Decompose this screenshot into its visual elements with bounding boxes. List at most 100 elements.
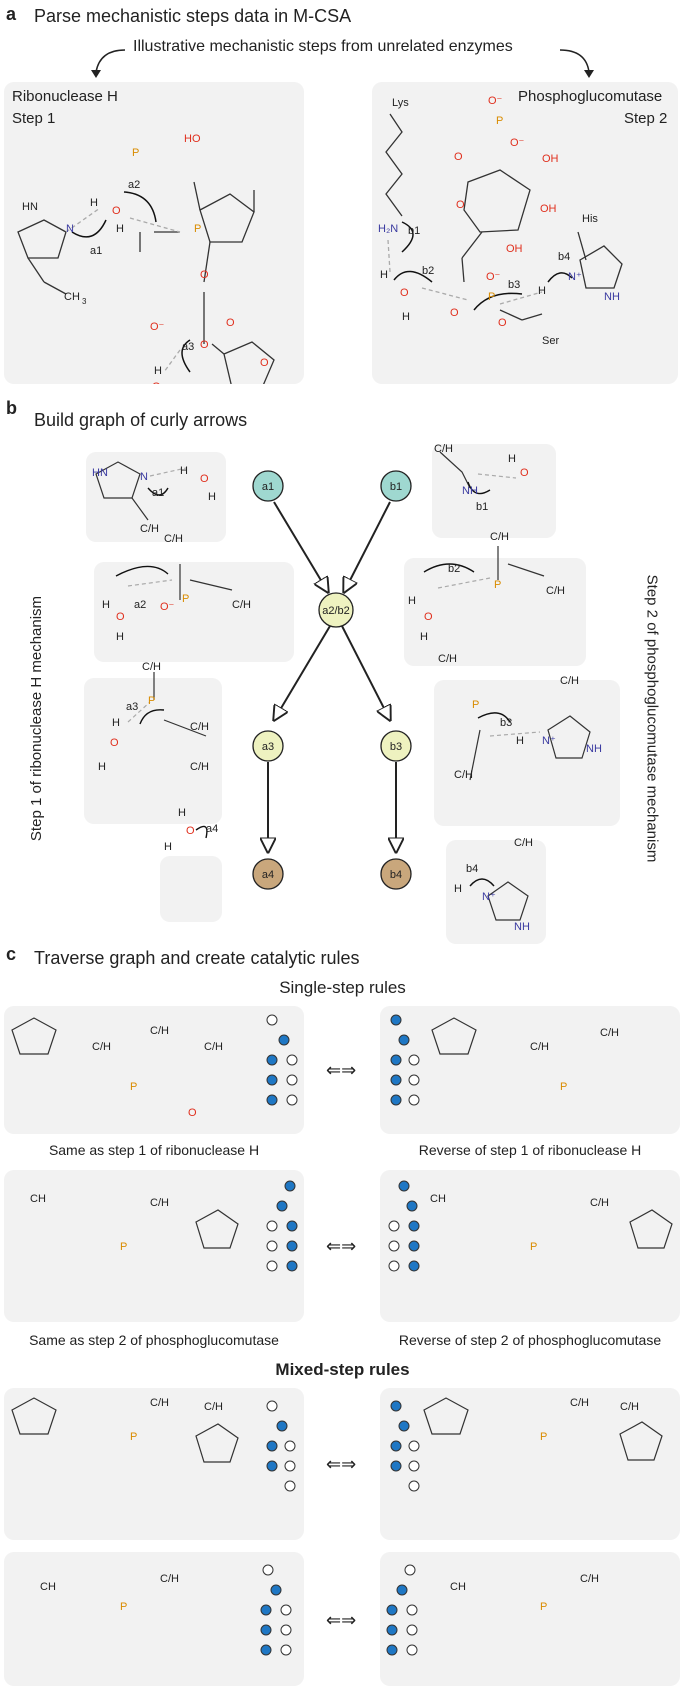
- svg-text:H: H: [164, 841, 172, 853]
- svg-text:P: P: [530, 1241, 537, 1253]
- svg-text:C/H: C/H: [560, 675, 579, 687]
- frag-b3: [434, 680, 620, 826]
- frag-a3: [84, 678, 222, 824]
- rule-box-2-left: [4, 1170, 304, 1322]
- svg-text:O: O: [424, 611, 433, 623]
- svg-text:C/H: C/H: [438, 653, 457, 665]
- equiv-symbol-1: ⇐⇒: [326, 1060, 357, 1080]
- svg-text:b2: b2: [422, 265, 434, 277]
- rule-box-4-left: [4, 1552, 304, 1686]
- equiv-symbol-2: ⇐⇒: [326, 1236, 357, 1256]
- svg-text:C/H: C/H: [204, 1041, 223, 1053]
- svg-text:NH: NH: [586, 743, 602, 755]
- svg-text:H: H: [180, 465, 188, 477]
- svg-text:H: H: [380, 269, 388, 281]
- svg-text:P: P: [472, 699, 479, 711]
- svg-text:b1: b1: [476, 501, 488, 513]
- svg-text:O: O: [454, 151, 463, 163]
- section-b-title: Build graph of curly arrows: [34, 410, 248, 430]
- svg-text:HO: HO: [184, 133, 201, 145]
- svg-text:O: O: [186, 825, 195, 837]
- svg-text:b3: b3: [500, 717, 512, 729]
- svg-text:P: P: [120, 1601, 127, 1613]
- svg-text:O: O: [456, 199, 465, 211]
- node-label-a3: a3: [262, 741, 274, 753]
- svg-text:O: O: [188, 1107, 197, 1119]
- ribonuclease-structure: HN N CH3 a2 a1 a3 a4 H O H HO P P O O⁻ O…: [17, 133, 275, 384]
- svg-text:O: O: [200, 269, 209, 281]
- section-a-curved-arrows: [91, 49, 594, 78]
- svg-text:3: 3: [82, 297, 87, 306]
- svg-text:OH: OH: [542, 153, 559, 165]
- graph-node-a3: [252, 730, 284, 762]
- frag-b4: [446, 840, 546, 944]
- svg-text:P: P: [540, 1431, 547, 1443]
- svg-text:N⁺: N⁺: [482, 891, 496, 903]
- phosphoglucomutase-step: Step 2: [624, 110, 668, 127]
- svg-text:C/H: C/H: [204, 1401, 223, 1413]
- svg-text:H: H: [112, 717, 120, 729]
- curly-arrow-graph: a1 b1 a2/b2 a3 b3 a4 b4: [252, 470, 412, 890]
- fragment-glyphs: HN N a1 H O H C/H a2 H O H C/H P O⁻ C/H …: [92, 443, 602, 933]
- svg-text:C/H: C/H: [164, 533, 183, 545]
- ribonuclease-step: Step 1: [12, 110, 56, 127]
- svg-text:P: P: [148, 695, 155, 707]
- svg-text:N: N: [66, 223, 74, 235]
- node-label-b3: b3: [390, 741, 402, 753]
- svg-text:H: H: [116, 223, 124, 235]
- svg-text:b4: b4: [558, 251, 570, 263]
- frag-b2: [404, 558, 586, 666]
- svg-text:His: His: [582, 213, 598, 225]
- node-label-a4: a4: [262, 869, 274, 881]
- equiv-symbol-3: ⇐⇒: [326, 1454, 357, 1474]
- svg-text:a3: a3: [182, 341, 194, 353]
- section-a-subtitle: Illustrative mechanistic steps from unre…: [133, 38, 513, 55]
- svg-text:a3: a3: [126, 701, 138, 713]
- svg-text:H: H: [508, 453, 516, 465]
- svg-text:H: H: [178, 807, 186, 819]
- svg-text:O: O: [450, 307, 459, 319]
- graph-node-b4: [380, 858, 412, 890]
- svg-text:C/H: C/H: [160, 1573, 179, 1585]
- svg-text:C/H: C/H: [92, 1041, 111, 1053]
- rule-box-4-right: [380, 1552, 680, 1686]
- svg-text:O: O: [226, 317, 235, 329]
- svg-text:C/H: C/H: [140, 523, 159, 535]
- node-label-b1: b1: [390, 481, 402, 493]
- svg-text:b3: b3: [508, 279, 520, 291]
- equiv-symbol-4: ⇐⇒: [326, 1610, 357, 1630]
- svg-text:O: O: [200, 339, 209, 351]
- graph-node-b3: [380, 730, 412, 762]
- section-a-title: Parse mechanistic steps data in M-CSA: [34, 6, 352, 26]
- svg-text:P: P: [494, 579, 501, 591]
- svg-text:a4: a4: [206, 823, 218, 835]
- caption-2-left: Same as step 2 of phosphoglucomutase: [29, 1332, 279, 1348]
- svg-text:C/H: C/H: [150, 1197, 169, 1209]
- svg-text:HN: HN: [22, 201, 38, 213]
- svg-text:C/H: C/H: [580, 1573, 599, 1585]
- graph-node-a1: [252, 470, 284, 502]
- mixed-step-heading: Mixed-step rules: [275, 1360, 410, 1379]
- svg-text:O: O: [400, 287, 409, 299]
- svg-text:O: O: [200, 473, 209, 485]
- svg-text:C/H: C/H: [142, 661, 161, 673]
- svg-text:HN: HN: [92, 467, 108, 479]
- caption-1-left: Same as step 1 of ribonuclease H: [48, 1142, 260, 1158]
- svg-text:C/H: C/H: [190, 761, 209, 773]
- node-label-b4: b4: [390, 869, 402, 881]
- rule-box-1-right: [380, 1006, 680, 1134]
- svg-text:H: H: [454, 883, 462, 895]
- svg-text:OH: OH: [540, 203, 557, 215]
- svg-text:O⁻: O⁻: [486, 271, 501, 283]
- svg-text:b4: b4: [466, 863, 478, 875]
- svg-text:H: H: [208, 491, 216, 503]
- svg-text:O⁻: O⁻: [510, 137, 525, 149]
- panel-letter-a: a: [6, 4, 17, 24]
- svg-text:C/H: C/H: [434, 443, 453, 455]
- svg-text:C/H: C/H: [454, 769, 473, 781]
- svg-text:a1: a1: [152, 487, 164, 499]
- svg-text:H: H: [98, 761, 106, 773]
- svg-text:P: P: [194, 223, 201, 235]
- svg-text:b2: b2: [448, 563, 460, 575]
